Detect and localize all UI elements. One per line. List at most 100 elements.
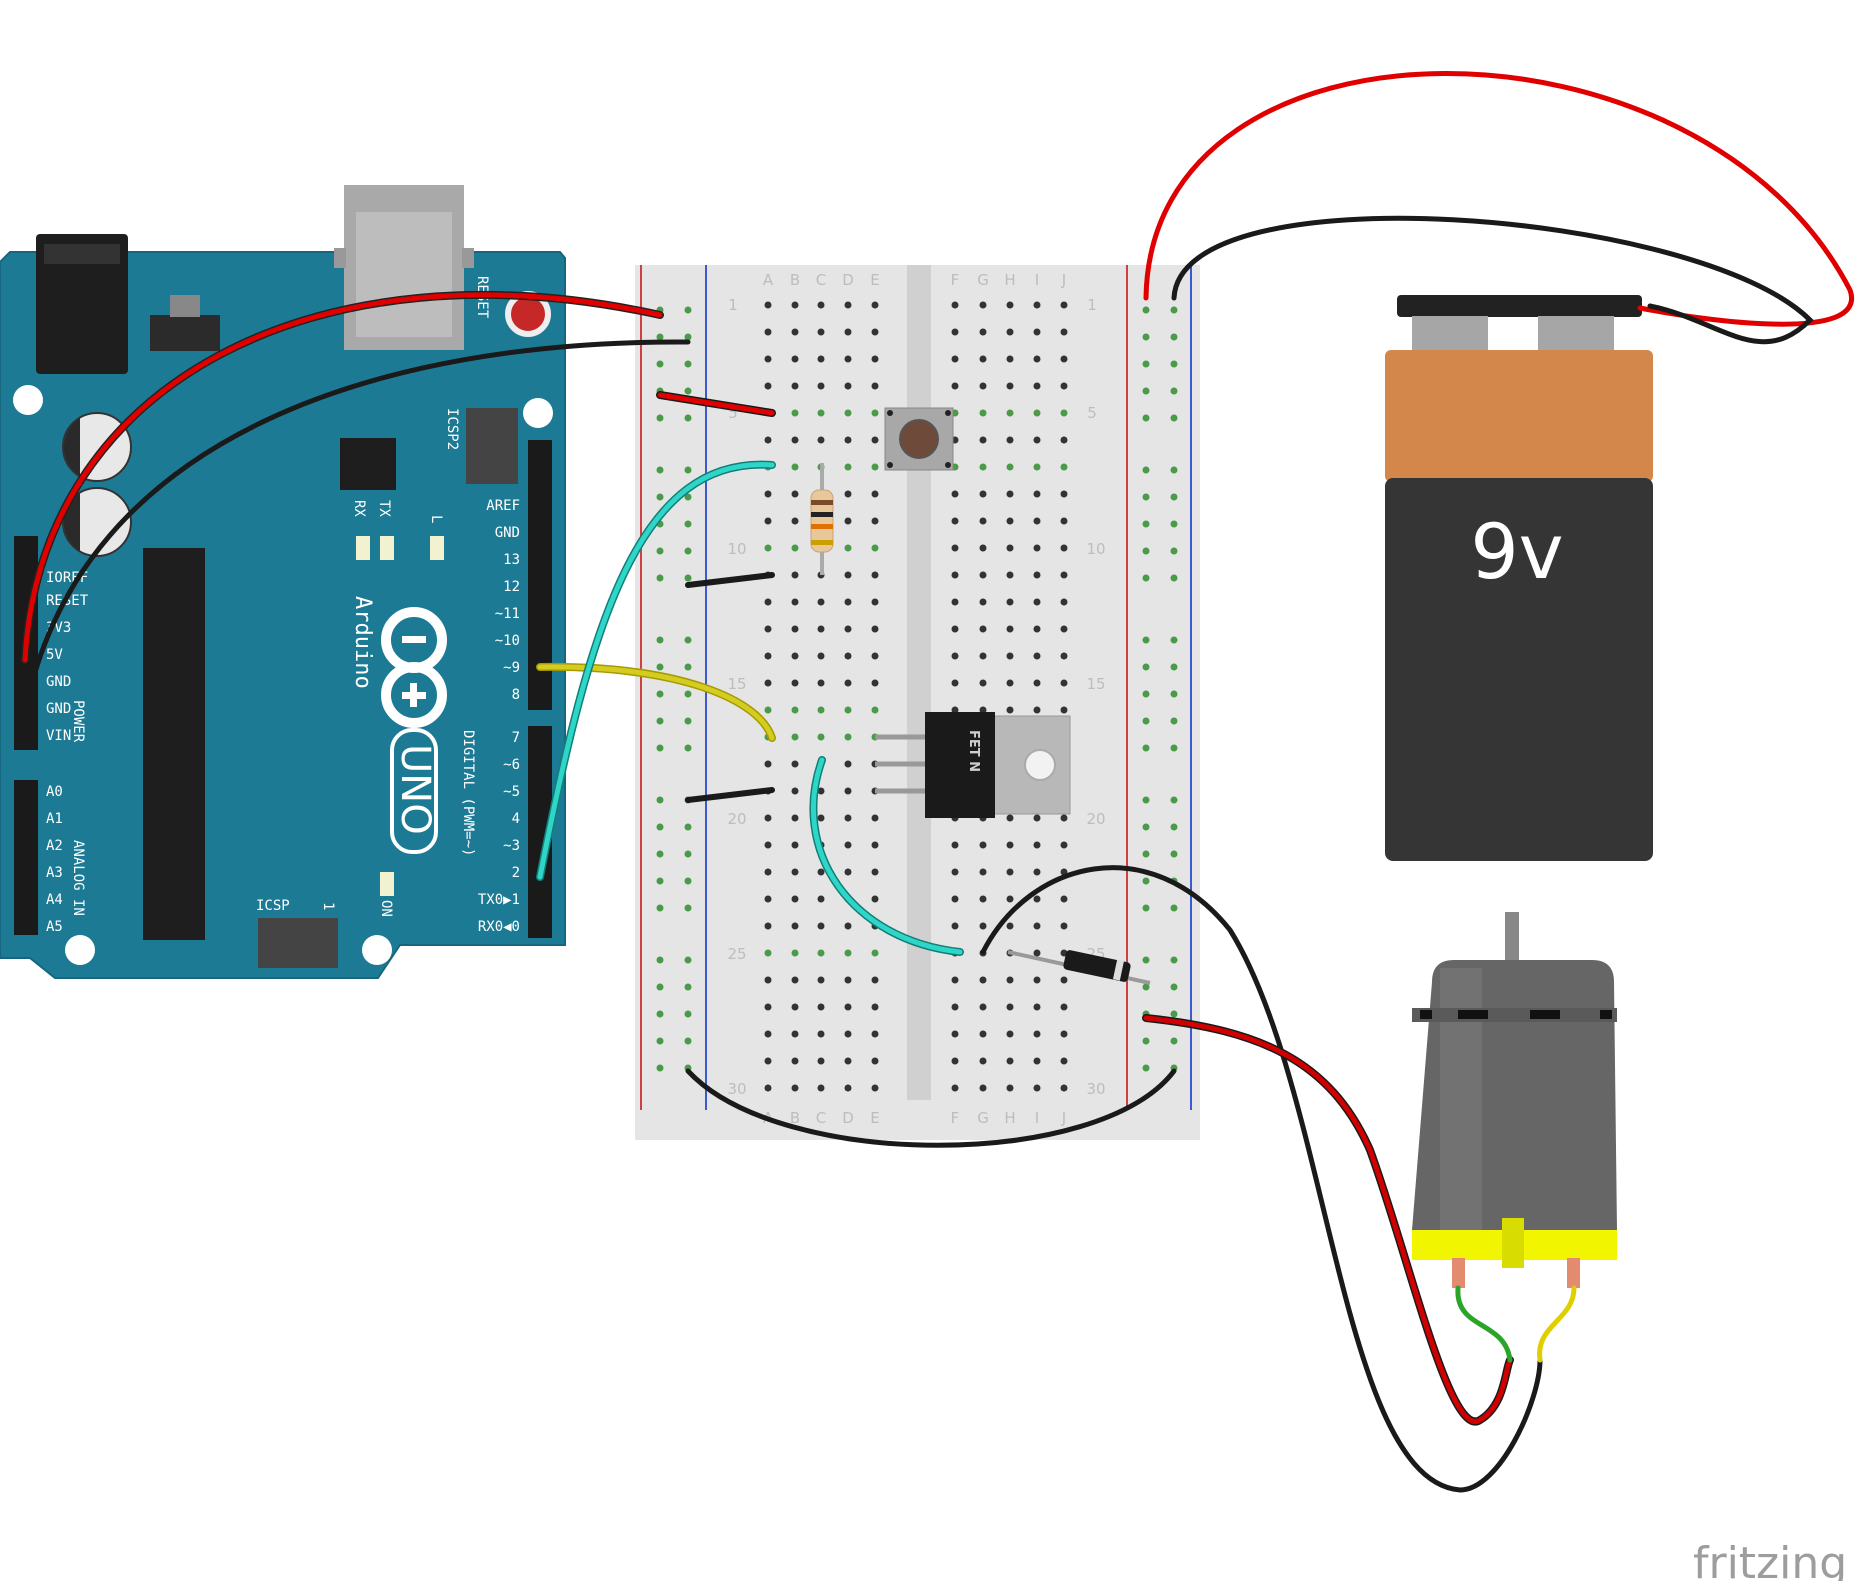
- black-wire-ground-bridge: [685, 1068, 1177, 1148]
- rail-hole: [684, 956, 692, 964]
- pin-a3-label: A3: [46, 865, 63, 881]
- breadboard-hole: [764, 355, 772, 363]
- breadboard-hole: [817, 1057, 825, 1065]
- breadboard-hole: [979, 1030, 987, 1038]
- breadboard-hole: [791, 355, 799, 363]
- breadboard-hole: [1033, 301, 1041, 309]
- breadboard-hole: [871, 1084, 879, 1092]
- rail-hole: [684, 877, 692, 885]
- breadboard-hole: [791, 625, 799, 633]
- breadboard-hole: [1060, 1030, 1068, 1038]
- breadboard-hole: [817, 625, 825, 633]
- rail-hole: [656, 1037, 664, 1045]
- row-30-label: 30: [1086, 1080, 1105, 1098]
- breadboard-hole: [951, 679, 959, 687]
- breadboard-hole: [764, 301, 772, 309]
- breadboard-hole: [951, 571, 959, 579]
- breadboard-hole: [1006, 1084, 1014, 1092]
- rail-hole: [1142, 690, 1150, 698]
- breadboard-hole: [817, 1084, 825, 1092]
- rail-hole: [1142, 823, 1150, 831]
- col-e-label: E: [870, 1109, 879, 1127]
- rail-hole: [684, 823, 692, 831]
- digital-label: DIGITAL (PWM=~): [460, 730, 476, 856]
- rail-hole: [684, 744, 692, 752]
- rail-hole: [1170, 983, 1178, 991]
- breadboard-hole: [871, 679, 879, 687]
- battery-red-lead: [1143, 71, 1855, 327]
- breadboard-hole: [844, 490, 852, 498]
- breadboard-hole: [817, 787, 825, 795]
- breadboard-hole: [1033, 814, 1041, 822]
- breadboard-hole: [1060, 895, 1068, 903]
- breadboard-hole: [979, 490, 987, 498]
- dc-motor: [1412, 912, 1617, 1288]
- rail-hole: [1142, 636, 1150, 644]
- breadboard: A B C D E F G H I J A B C D E F G H I J …: [635, 265, 1200, 1140]
- breadboard-hole: [817, 895, 825, 903]
- rail-hole: [656, 1010, 664, 1018]
- icsp-header: [258, 918, 338, 968]
- col-f-label: F: [951, 271, 960, 289]
- breadboard-hole: [1060, 301, 1068, 309]
- analog-header: [14, 780, 38, 935]
- rail-hole: [1170, 387, 1178, 395]
- breadboard-hole: [1006, 517, 1014, 525]
- breadboard-hole: [1033, 409, 1041, 417]
- icsp-label: ICSP: [256, 898, 290, 914]
- row-10-label: 10: [1086, 540, 1105, 558]
- breadboard-hole: [817, 949, 825, 957]
- atmega-chip: [143, 548, 205, 940]
- row-1-label: 1: [1087, 296, 1097, 314]
- breadboard-hole: [1033, 652, 1041, 660]
- row-15-label: 15: [1086, 675, 1105, 693]
- breadboard-hole: [1060, 625, 1068, 633]
- rail-hole: [656, 360, 664, 368]
- breadboard-hole: [764, 868, 772, 876]
- rail-hole: [684, 663, 692, 671]
- col-j-label: J: [1061, 271, 1066, 289]
- breadboard-hole: [1060, 490, 1068, 498]
- rail-hole: [1170, 414, 1178, 422]
- breadboard-hole: [1033, 976, 1041, 984]
- breadboard-hole: [1006, 814, 1014, 822]
- breadboard-hole: [844, 625, 852, 633]
- breadboard-hole: [1033, 679, 1041, 687]
- voltage-regulator: [150, 315, 220, 351]
- breadboard-hole: [791, 436, 799, 444]
- push-button[interactable]: [884, 407, 954, 471]
- rx-label: RX: [351, 500, 367, 517]
- mounting-hole: [523, 398, 553, 428]
- breadboard-hole: [1006, 544, 1014, 552]
- breadboard-hole: [871, 949, 879, 957]
- breadboard-hole: [979, 922, 987, 930]
- breadboard-hole: [844, 787, 852, 795]
- rail-hole: [1142, 547, 1150, 555]
- breadboard-hole: [951, 517, 959, 525]
- breadboard-hole: [764, 706, 772, 714]
- rail-hole: [684, 717, 692, 725]
- power-label: POWER: [70, 700, 86, 743]
- breadboard-hole: [871, 1057, 879, 1065]
- rail-hole: [1170, 1037, 1178, 1045]
- rail-hole: [1170, 823, 1178, 831]
- breadboard-hole: [871, 517, 879, 525]
- breadboard-hole: [764, 895, 772, 903]
- breadboard-hole: [844, 949, 852, 957]
- row-30-label: 30: [727, 1080, 746, 1098]
- breadboard-hole: [1033, 382, 1041, 390]
- mosfet-label: FET N: [966, 730, 981, 772]
- model-label: UNO: [392, 744, 438, 835]
- breadboard-hole: [1006, 598, 1014, 606]
- rail-hole: [1170, 520, 1178, 528]
- rail-hole: [1170, 717, 1178, 725]
- pin-a0-label: A0: [46, 784, 63, 800]
- breadboard-hole: [791, 328, 799, 336]
- l-label: L: [428, 515, 444, 523]
- breadboard-hole: [764, 436, 772, 444]
- breadboard-hole: [1060, 571, 1068, 579]
- rail-hole: [656, 690, 664, 698]
- rail-hole: [656, 823, 664, 831]
- breadboard-hole: [844, 463, 852, 471]
- col-j-label: J: [1061, 1109, 1066, 1127]
